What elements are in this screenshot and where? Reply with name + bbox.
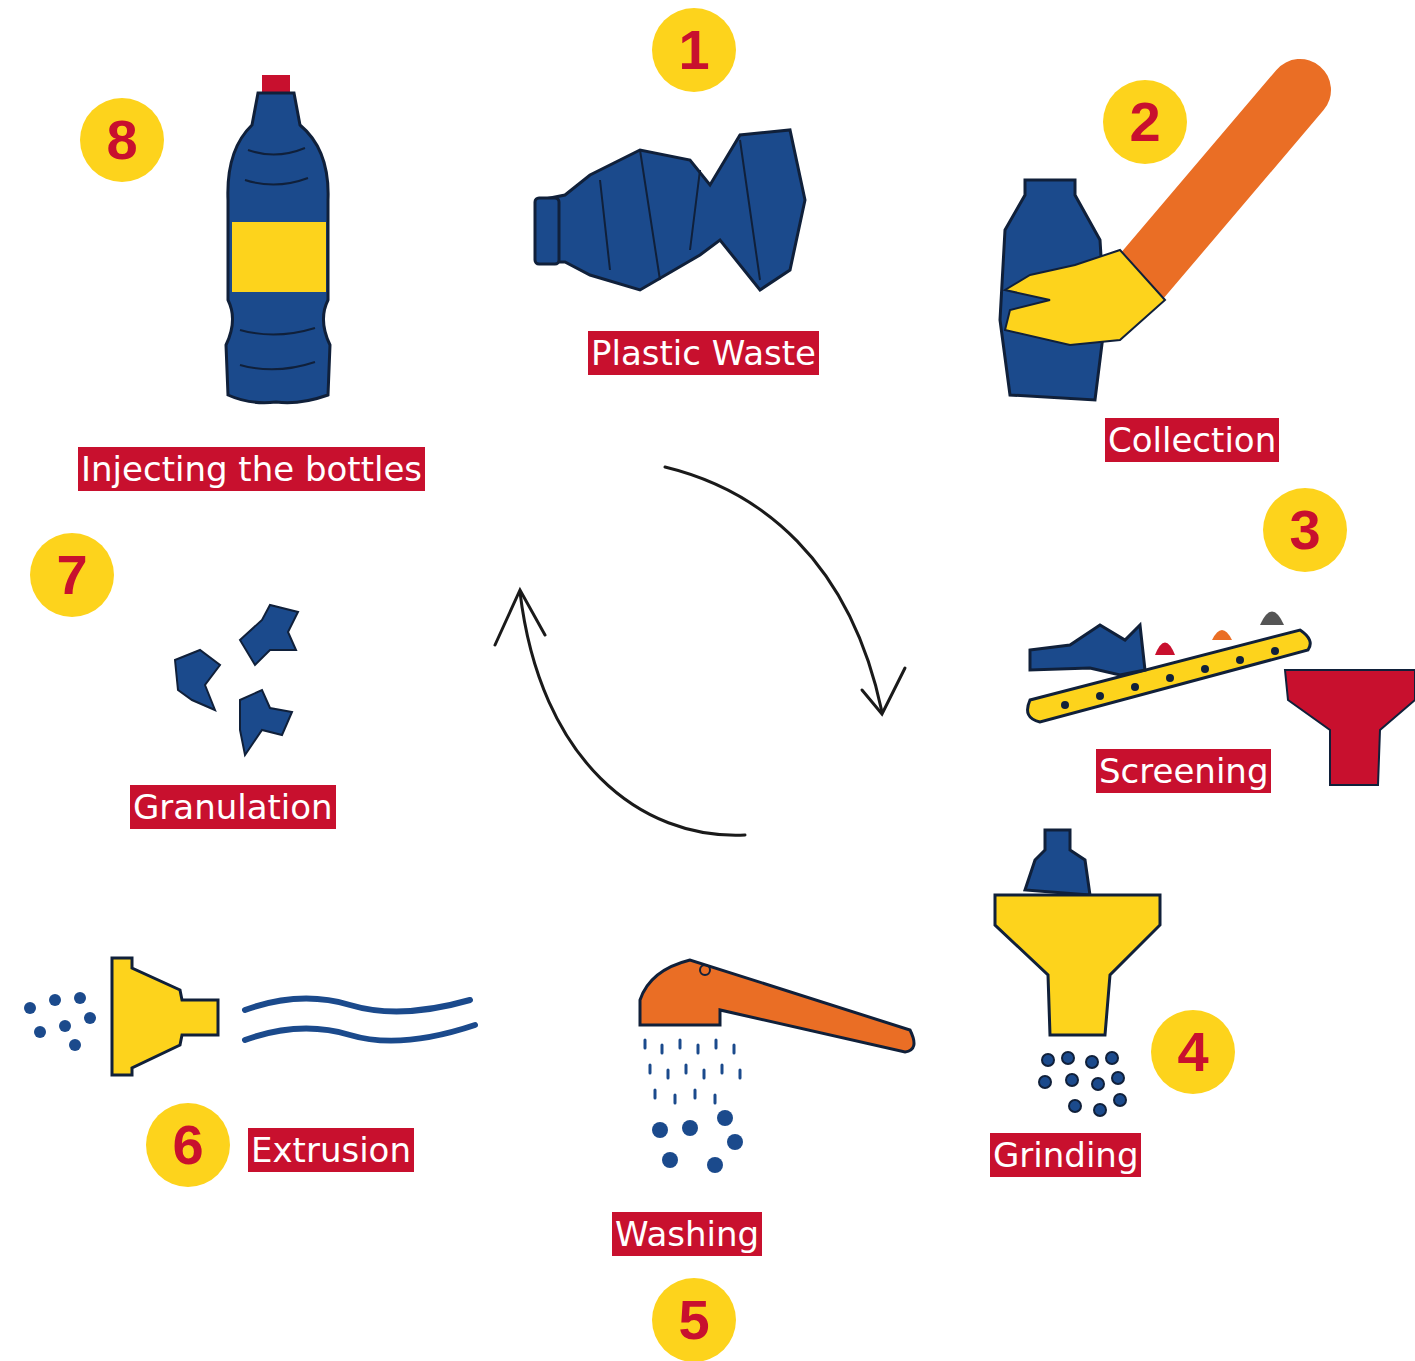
collection-hand xyxy=(1000,90,1300,400)
callout-circle: 8 xyxy=(80,98,164,182)
cycle-arrow xyxy=(665,467,882,712)
step-label-box: Grinding xyxy=(990,1133,1141,1177)
callout-circle: 5 xyxy=(652,1278,736,1361)
step-label: Screening xyxy=(1099,751,1268,791)
callout-number: 2 xyxy=(1129,94,1160,150)
callout-number: 3 xyxy=(1289,502,1320,558)
step-label-box: Extrusion xyxy=(248,1128,414,1172)
cycle-arrow xyxy=(520,592,745,835)
step-label-box: Injecting the bottles xyxy=(78,447,425,491)
step-label-box: Collection xyxy=(1105,418,1279,462)
callout-circle: 2 xyxy=(1103,80,1187,164)
callout-number: 4 xyxy=(1177,1024,1208,1080)
step-label-box: Granulation xyxy=(130,785,336,829)
step-label: Grinding xyxy=(993,1135,1138,1175)
washing-tap xyxy=(640,960,914,1173)
callout-circle: 7 xyxy=(30,533,114,617)
callout-circle: 1 xyxy=(652,8,736,92)
extruder xyxy=(24,958,475,1075)
grinding-funnel xyxy=(995,830,1160,1116)
callout-circle: 3 xyxy=(1263,488,1347,572)
step-label-box: Washing xyxy=(612,1212,762,1256)
callout-number: 1 xyxy=(678,22,709,78)
callout-circle: 4 xyxy=(1151,1010,1235,1094)
step-label-box: Screening xyxy=(1096,749,1271,793)
arrow-head xyxy=(862,668,905,714)
arrow-head xyxy=(495,590,545,645)
callout-number: 5 xyxy=(678,1292,709,1348)
callout-number: 8 xyxy=(106,112,137,168)
new-bottle xyxy=(226,75,330,403)
step-label: Granulation xyxy=(133,787,333,827)
step-label-box: Plastic Waste xyxy=(588,331,819,375)
step-label: Extrusion xyxy=(251,1130,411,1170)
granules xyxy=(175,605,298,755)
callout-number: 7 xyxy=(56,547,87,603)
step-label: Washing xyxy=(615,1214,759,1254)
crushed-bottle xyxy=(535,130,805,290)
callout-circle: 6 xyxy=(146,1103,230,1187)
step-label: Injecting the bottles xyxy=(81,449,422,489)
callout-number: 6 xyxy=(172,1117,203,1173)
step-label: Collection xyxy=(1108,420,1276,460)
step-label: Plastic Waste xyxy=(591,333,816,373)
